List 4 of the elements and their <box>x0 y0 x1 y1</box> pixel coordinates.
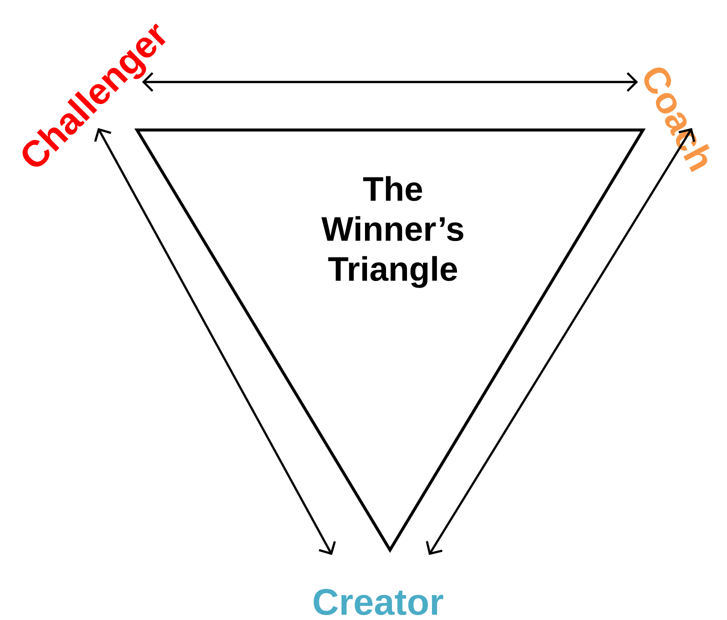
arrow <box>426 128 696 555</box>
role-label: Creator <box>314 588 444 616</box>
arrow <box>142 72 638 92</box>
arrow <box>94 128 336 555</box>
